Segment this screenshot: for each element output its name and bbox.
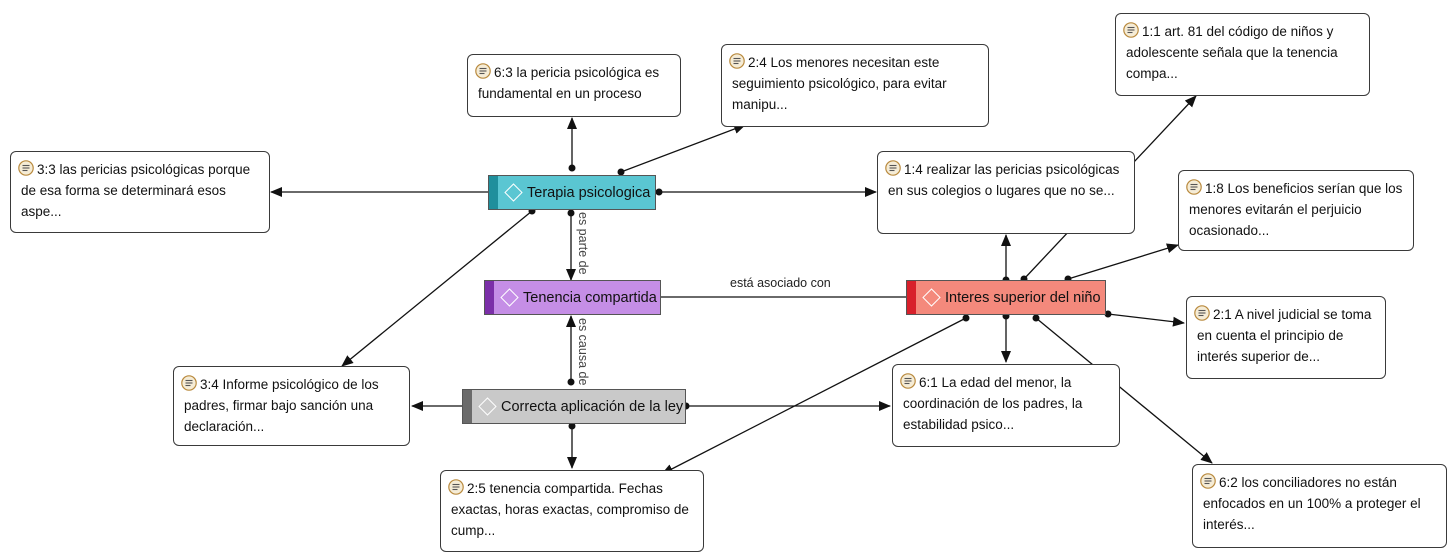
quote-node-6-3[interactable]: 6:3 la pericia psicológica es fundamenta… [467,54,681,117]
quote-node-2-1[interactable]: 2:1 A nivel judicial se toma en cuenta e… [1186,296,1386,379]
quote-text: 2:1 A nivel judicial se toma en cuenta e… [1197,307,1372,364]
code-diamond-icon [504,183,523,202]
quotation-document-icon [475,63,491,79]
quotation-document-icon [448,479,464,495]
quotation-document-icon [885,160,901,176]
code-color-bar [489,176,498,209]
code-node-tenencia[interactable]: Tenencia compartida [484,280,661,315]
code-label: Terapia psicologica [527,184,651,201]
quotation-document-icon [1123,22,1139,38]
quotation-document-icon [729,53,745,69]
code-diamond-icon [922,288,941,307]
edge-interes-q6-2 [1035,317,1213,464]
code-node-interes[interactable]: Interes superior del niño [906,280,1106,315]
quote-text: 1:4 realizar las pericias psicológicas e… [888,162,1120,198]
quotation-document-icon [18,160,34,176]
relation-label-asociado: está asociado con [730,276,831,290]
relation-label-parte: es parte de [576,212,590,275]
relation-label-causa: es causa de [576,318,590,386]
code-label: Interes superior del niño [945,289,1101,306]
quote-text: 6:3 la pericia psicológica es fundamenta… [478,65,660,101]
quote-node-2-5[interactable]: 2:5 tenencia compartida. Fechas exactas,… [440,470,704,552]
quote-text: 3:3 las pericias psicológicas porque de … [21,162,251,219]
quote-node-1-1[interactable]: 1:1 art. 81 del código de niños y adoles… [1115,13,1370,96]
code-node-correcta[interactable]: Correcta aplicación de la ley [462,389,686,424]
edge-terapia-q3-4 [341,210,533,367]
quote-node-3-4[interactable]: 3:4 Informe psicológico de los padres, f… [173,366,410,446]
quote-node-1-8[interactable]: 1:8 Los beneficios serían que los menore… [1178,170,1414,251]
quote-text: 3:4 Informe psicológico de los padres, f… [184,377,379,434]
quote-text: 6:1 La edad del menor, la coordinación d… [903,375,1083,432]
code-label: Correcta aplicación de la ley [501,398,684,415]
quote-node-6-1[interactable]: 6:1 La edad del menor, la coordinación d… [892,364,1120,447]
quote-text: 2:5 tenencia compartida. Fechas exactas,… [451,481,689,538]
quote-text: 1:8 Los beneficios serían que los menore… [1189,181,1403,238]
quote-text: 6:2 los conciliadores no están enfocados… [1203,475,1421,532]
quotation-document-icon [900,373,916,389]
code-color-bar [907,281,916,314]
quotation-document-icon [1186,179,1202,195]
code-color-bar [485,281,494,314]
quote-node-3-3[interactable]: 3:3 las pericias psicológicas porque de … [10,151,270,233]
quote-text: 2:4 Los menores necesitan este seguimien… [732,55,947,112]
quotation-document-icon [1194,305,1210,321]
quote-text: 1:1 art. 81 del código de niños y adoles… [1126,24,1338,81]
code-color-bar [463,390,472,423]
code-diamond-icon [500,288,519,307]
quotation-document-icon [1200,473,1216,489]
edge-terapia-q2-4 [620,124,746,173]
code-label: Tenencia compartida [523,289,657,306]
edge-interes-q2-5 [661,317,967,475]
quote-node-6-2[interactable]: 6:2 los conciliadores no están enfocados… [1192,464,1447,548]
quote-node-2-4[interactable]: 2:4 Los menores necesitan este seguimien… [721,44,989,127]
edge-interes-q1-8 [1067,243,1179,280]
edge-interes-q2-1 [1107,313,1185,327]
code-node-terapia[interactable]: Terapia psicologica [488,175,656,210]
code-diamond-icon [478,397,497,416]
quote-node-1-4[interactable]: 1:4 realizar las pericias psicológicas e… [877,151,1135,234]
quotation-document-icon [181,375,197,391]
